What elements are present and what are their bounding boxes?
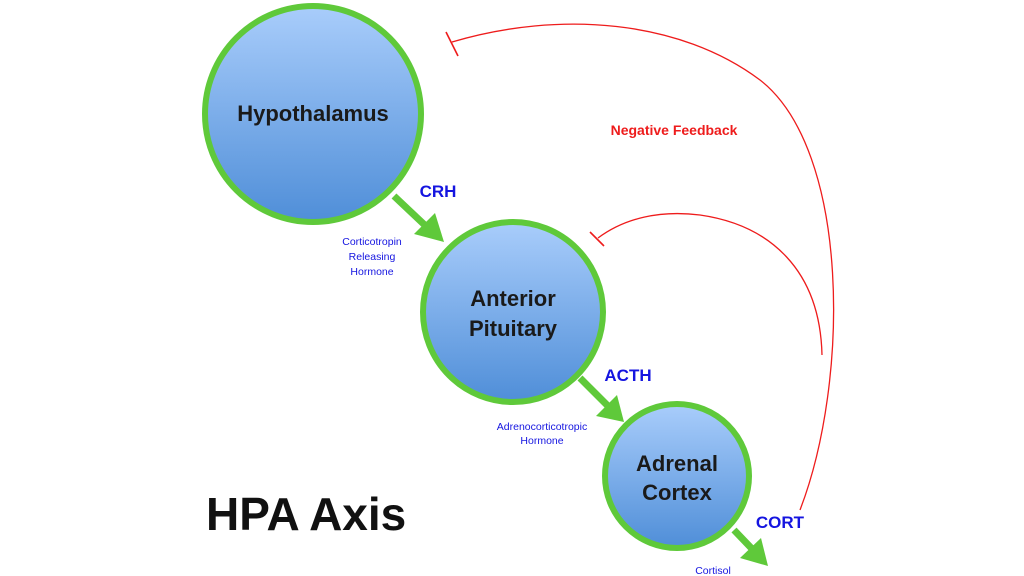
hormone-crh-full-3: Hormone [350, 266, 393, 278]
feedback-tbar-hypothalamus [445, 31, 459, 57]
arrow-crh [391, 193, 444, 242]
node-hypothalamus-label: Hypothalamus [237, 101, 389, 126]
hormone-acth-abbr: ACTH [604, 366, 651, 385]
feedback-line-pituitary [597, 212, 823, 356]
node-adrenal-cortex: Adrenal Cortex [602, 401, 752, 551]
feedback-tbar-pituitary [589, 231, 605, 247]
node-anterior-pituitary: Anterior Pituitary [420, 219, 606, 405]
diagram-title: HPA Axis [206, 488, 406, 540]
node-adrenal-label-line1: Adrenal [636, 451, 718, 476]
arrow-acth [577, 375, 624, 422]
hormone-cort-abbr: CORT [756, 513, 805, 532]
node-hypothalamus: Hypothalamus [202, 3, 424, 225]
hormone-crh-full-2: Releasing [349, 251, 396, 263]
feedback-line-hypothalamus [451, 23, 835, 511]
hormone-crh-full-1: Corticotropin [342, 236, 402, 248]
hormone-acth-full-2: Hormone [520, 435, 563, 447]
hormone-cort-full-1: Cortisol [695, 565, 731, 576]
hormone-acth-full-1: Adrenocorticotropic [497, 421, 587, 433]
node-pituitary-label-line2: Pituitary [469, 316, 558, 341]
node-pituitary-label-line1: Anterior [470, 286, 556, 311]
node-adrenal-label-line2: Cortex [642, 480, 712, 505]
negative-feedback-label: Negative Feedback [611, 122, 738, 138]
arrow-cort [731, 527, 768, 566]
hormone-crh-abbr: CRH [420, 182, 457, 201]
